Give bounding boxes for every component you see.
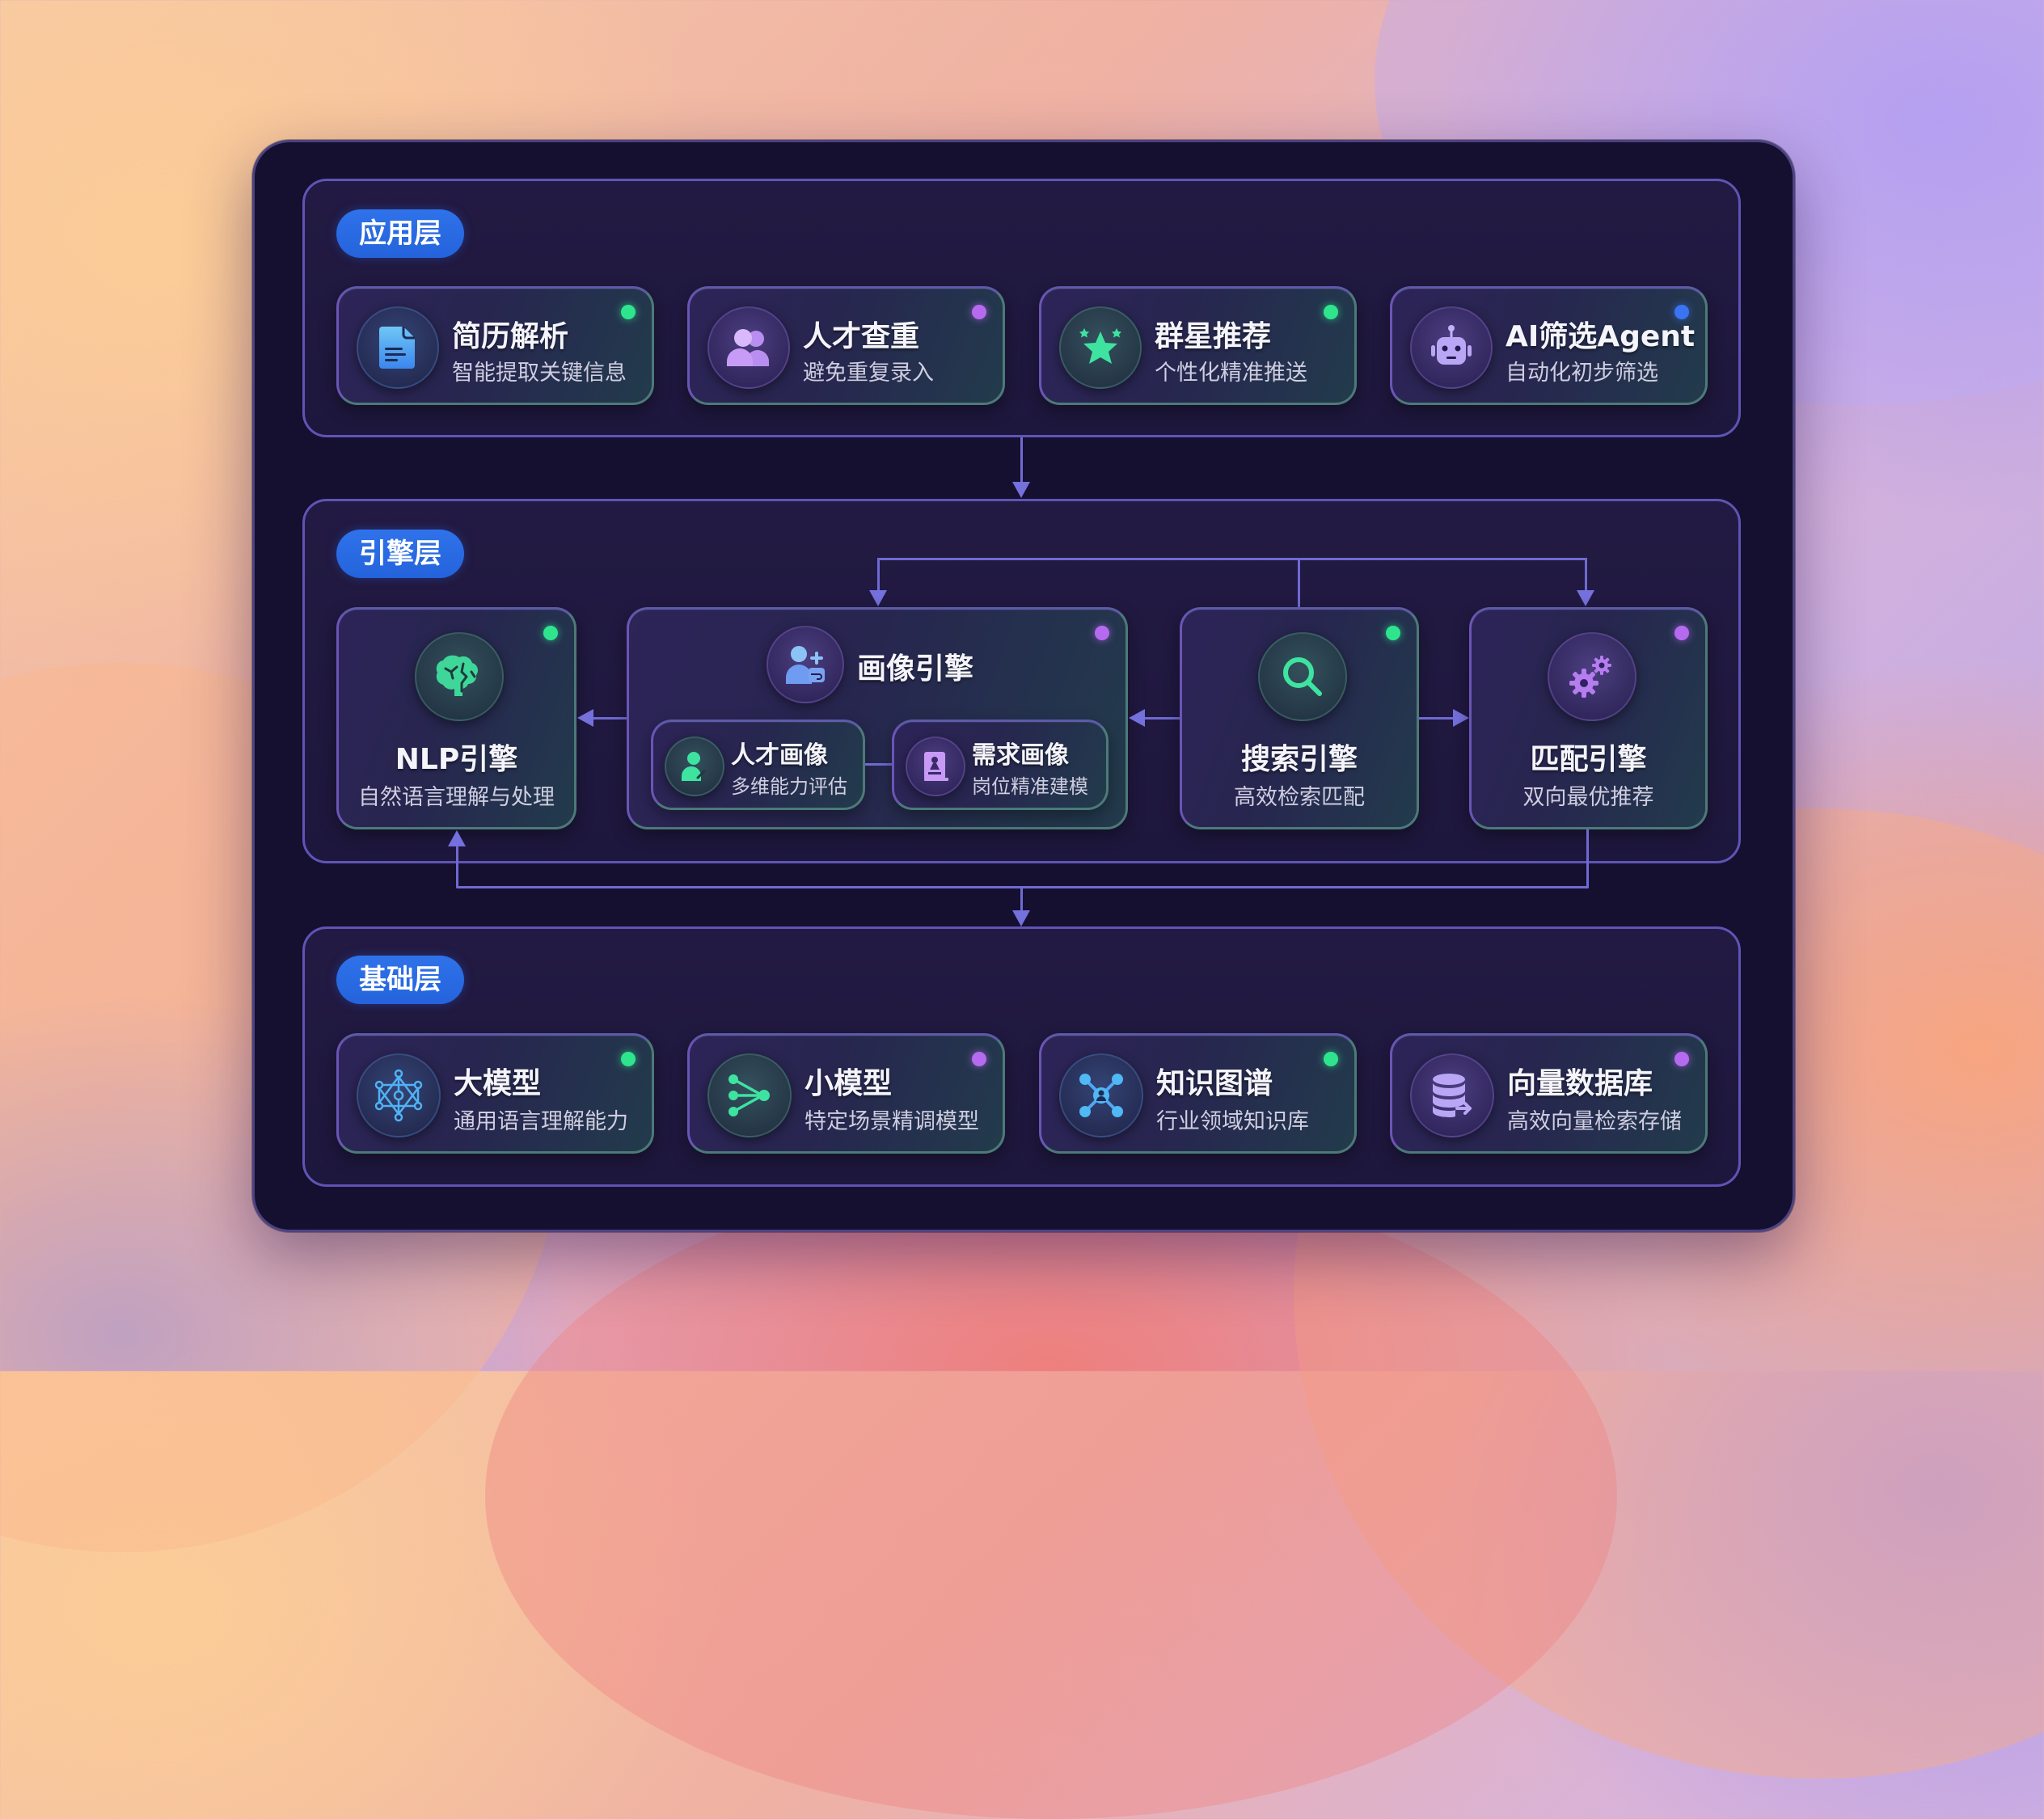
card-star-recommend[interactable]: 群星推荐 个性化精准推送	[1039, 286, 1357, 405]
foundation-layer-badge: 基础层	[336, 956, 464, 1004]
card-knowledge-graph[interactable]: 知识图谱 行业领域知识库	[1039, 1033, 1357, 1154]
status-dot	[972, 1052, 986, 1066]
card-subtitle: 特定场景精调模型	[805, 1109, 979, 1134]
robot-icon	[1410, 306, 1493, 389]
connector-line	[877, 558, 1587, 560]
connector-line	[1020, 888, 1023, 911]
card-title: NLP引擎	[395, 743, 518, 776]
card-nlp-engine[interactable]: NLP引擎 自然语言理解与处理	[336, 607, 576, 829]
card-subtitle: 行业领域知识库	[1156, 1109, 1309, 1134]
card-demand-profile[interactable]: 需求画像 岗位精准建模	[892, 720, 1109, 810]
card-ai-screening-agent[interactable]: AI筛选Agent 自动化初步筛选	[1390, 286, 1708, 405]
card-talent-profile[interactable]: 人才画像 多维能力评估	[651, 720, 865, 810]
user-add-icon	[766, 626, 844, 703]
arrow-left-icon	[1129, 709, 1145, 727]
status-dot	[1324, 1052, 1338, 1066]
knowledge-graph-icon	[1059, 1053, 1143, 1137]
card-title: 人才查重	[803, 320, 920, 353]
card-profile-engine[interactable]: 画像引擎 人才画像 多维能力评估 需求画像 岗位精准建模	[627, 607, 1128, 829]
card-title: 简历解析	[452, 320, 569, 353]
status-dot	[1095, 626, 1109, 640]
database-icon	[1410, 1053, 1494, 1137]
connector-line	[456, 886, 1589, 888]
card-subtitle: 自动化初步筛选	[1506, 361, 1658, 386]
arrow-down-icon	[1577, 590, 1594, 606]
connector-line	[1585, 558, 1587, 590]
connector-line	[593, 717, 627, 720]
card-title: 画像引擎	[857, 652, 974, 686]
card-title: 小模型	[805, 1067, 893, 1100]
status-dot	[1674, 626, 1689, 640]
card-title: 匹配引擎	[1530, 743, 1647, 776]
neural-network-icon	[357, 1053, 441, 1137]
connector-line	[1298, 558, 1300, 607]
card-title: 搜索引擎	[1240, 743, 1358, 776]
arrow-left-icon	[577, 709, 593, 727]
stars-icon	[1059, 306, 1142, 389]
arrow-up-icon	[448, 830, 466, 846]
card-title: 向量数据库	[1507, 1067, 1653, 1100]
users-icon	[707, 306, 790, 389]
card-title: 需求画像	[972, 741, 1069, 770]
profile-book-icon	[906, 736, 965, 796]
card-subtitle: 多维能力评估	[731, 775, 847, 798]
card-title: 知识图谱	[1156, 1067, 1273, 1100]
card-subtitle: 高效检索匹配	[1234, 785, 1365, 810]
card-large-model[interactable]: 大模型 通用语言理解能力	[336, 1033, 654, 1154]
card-title: 群星推荐	[1155, 320, 1272, 353]
card-subtitle: 自然语言理解与处理	[358, 785, 555, 810]
connector-line	[1586, 829, 1589, 888]
application-layer-badge: 应用层	[336, 209, 464, 258]
status-dot	[972, 305, 986, 319]
document-icon	[357, 306, 439, 389]
connector-line	[877, 558, 880, 590]
user-edit-icon	[665, 736, 724, 796]
background-wave	[485, 1172, 1617, 1819]
arrow-down-icon	[1012, 482, 1030, 498]
status-dot	[543, 626, 558, 640]
connector-line	[1144, 717, 1180, 720]
arrow-right-icon	[1453, 709, 1469, 727]
card-subtitle: 通用语言理解能力	[454, 1109, 628, 1134]
card-match-engine[interactable]: 匹配引擎 双向最优推荐	[1469, 607, 1708, 829]
card-subtitle: 智能提取关键信息	[452, 361, 627, 386]
status-dot	[1674, 1052, 1689, 1066]
status-dot	[1674, 305, 1689, 319]
brain-icon	[415, 632, 504, 721]
arrow-down-icon	[1012, 910, 1030, 926]
search-icon	[1258, 632, 1347, 721]
card-subtitle: 高效向量检索存储	[1507, 1109, 1682, 1134]
card-talent-dedup[interactable]: 人才查重 避免重复录入	[687, 286, 1005, 405]
gears-icon	[1548, 632, 1636, 721]
card-search-engine[interactable]: 搜索引擎 高效检索匹配	[1180, 607, 1419, 829]
card-subtitle: 双向最优推荐	[1522, 785, 1654, 810]
status-dot	[621, 1052, 636, 1066]
card-small-model[interactable]: 小模型 特定场景精调模型	[687, 1033, 1005, 1154]
engine-layer-badge: 引擎层	[336, 530, 464, 578]
status-dot	[1324, 305, 1338, 319]
status-dot	[1386, 626, 1400, 640]
card-title: AI筛选Agent	[1506, 320, 1696, 353]
card-vector-database[interactable]: 向量数据库 高效向量检索存储	[1390, 1033, 1708, 1154]
card-subtitle: 避免重复录入	[803, 361, 934, 386]
connector-line	[456, 846, 458, 888]
card-resume-parsing[interactable]: 简历解析 智能提取关键信息	[336, 286, 654, 405]
card-title: 大模型	[454, 1067, 542, 1100]
connector-line	[865, 763, 892, 766]
card-subtitle: 个性化精准推送	[1155, 361, 1307, 386]
branch-icon	[707, 1053, 792, 1137]
connector-line	[1419, 717, 1453, 720]
status-dot	[621, 305, 636, 319]
connector-line	[1020, 437, 1023, 482]
card-subtitle: 岗位精准建模	[972, 775, 1088, 798]
arrow-down-icon	[869, 590, 887, 606]
card-title: 人才画像	[731, 741, 828, 770]
